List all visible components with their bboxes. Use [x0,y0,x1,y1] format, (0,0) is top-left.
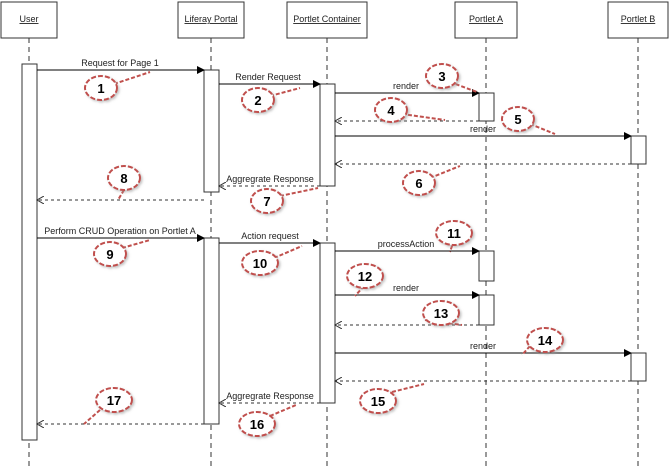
callout-number: 10 [253,256,267,271]
callout-6: 6 [402,170,436,196]
callout-12: 12 [346,263,384,289]
message-label: Render Request [235,72,301,82]
callout-7: 7 [250,188,284,214]
callout-number: 13 [434,306,448,321]
activation-portlet-b-2 [630,352,647,382]
callout-number: 1 [97,81,104,96]
callout-13: 13 [422,300,460,326]
message-label: Perform CRUD Operation on Portlet A [44,226,196,236]
callout-5: 5 [501,106,535,132]
callout-number: 9 [106,247,113,262]
callout-number: 5 [514,112,521,127]
participant-label: Portlet Container [293,14,361,24]
participant-label: Liferay Portal [184,14,237,24]
message-label: Request for Page 1 [81,58,159,68]
callout-number: 14 [538,333,553,348]
activation-user [21,63,38,441]
message-label: Action request [241,231,299,241]
participant-label: User [19,14,38,24]
callout-number: 12 [358,269,372,284]
callout-number: 15 [371,394,385,409]
participant-portlet-a: Portlet A [454,1,518,39]
message-labels: Request for Page 1 Render Request render… [44,58,496,401]
activation-portlet-a-3 [478,294,495,326]
callout-3: 3 [425,63,459,89]
message-label: render [470,341,496,351]
participant-user: User [0,1,58,39]
callout-11: 11 [435,220,473,246]
activation-container-2 [319,242,336,404]
message-label: Aggregrate Response [226,174,314,184]
activations [21,63,647,441]
callouts: 1 2 3 4 5 6 7 8 [84,63,564,437]
activation-portlet-a-2 [478,250,495,282]
callout-number: 16 [250,417,264,432]
callout-2: 2 [241,87,275,113]
callout-number: 2 [254,93,261,108]
callout-number: 11 [447,226,461,241]
activation-portal-2 [203,237,220,425]
callout-number: 6 [415,176,422,191]
activation-portlet-a-1 [478,92,495,122]
message-label: render [470,124,496,134]
activation-portal-1 [203,69,220,193]
callout-number: 8 [120,171,127,186]
callout-4: 4 [374,97,408,123]
participant-liferay-portal: Liferay Portal [177,1,245,39]
callout-8: 8 [107,165,141,191]
callout-number: 7 [263,194,270,209]
message-label: render [393,283,419,293]
messages [37,66,632,424]
message-label: processAction [378,239,435,249]
participant-label: Portlet B [621,14,656,24]
activation-portlet-b-1 [630,135,647,165]
callout-15: 15 [359,388,397,414]
callout-16: 16 [238,411,276,437]
callout-9: 9 [93,241,127,267]
participant-label: Portlet A [469,14,503,24]
message-label: render [393,81,419,91]
callout-17: 17 [95,387,133,413]
activation-container-1 [319,83,336,187]
callout-10: 10 [241,250,279,276]
participant-portlet-container: Portlet Container [286,1,368,39]
callout-1: 1 [84,75,118,101]
callout-number: 3 [438,69,445,84]
participant-portlet-b: Portlet B [607,1,669,39]
callout-number: 4 [387,103,395,118]
callout-14: 14 [526,327,564,353]
callout-number: 17 [107,393,121,408]
message-label: Aggregrate Response [226,391,314,401]
